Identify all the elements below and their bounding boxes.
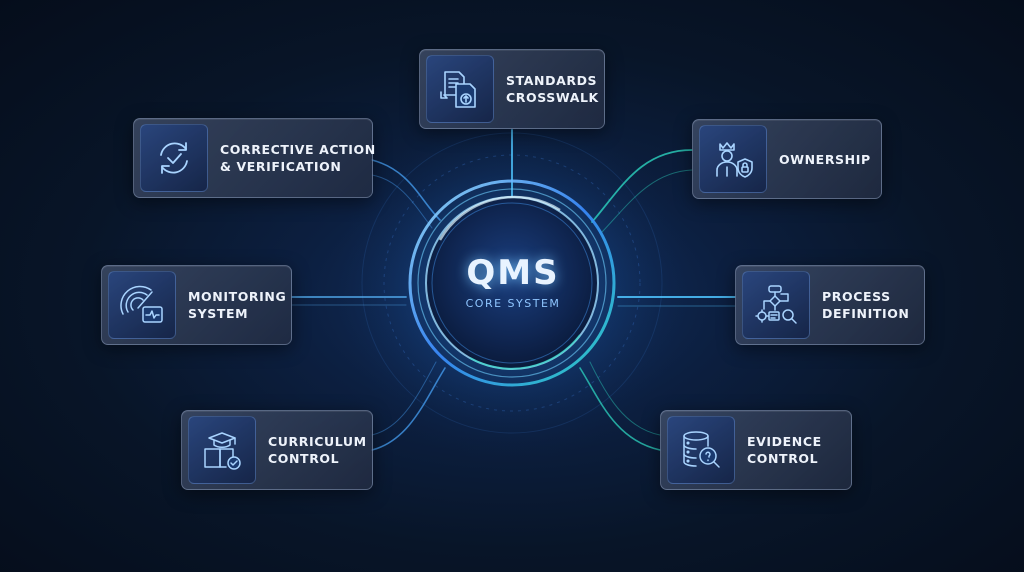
node-curriculum-control[interactable]: CURRICULUM CONTROL	[181, 410, 373, 490]
core-title: QMS	[466, 252, 560, 293]
radar-monitor-icon	[108, 271, 176, 339]
node-label: EVIDENCE CONTROL	[747, 434, 822, 466]
flowchart-search-icon	[742, 271, 810, 339]
refresh-check-icon	[140, 124, 208, 192]
connector-ownership	[591, 149, 693, 223]
connector-evidence	[579, 367, 661, 451]
node-label: CURRICULUM CONTROL	[268, 434, 367, 466]
node-label: STANDARDS CROSSWALK	[506, 73, 599, 105]
connector-curriculum	[371, 367, 446, 451]
documents-transfer-icon	[426, 55, 494, 123]
node-label: CORRECTIVE ACTION & VERIFICATION	[220, 142, 376, 174]
node-label: OWNERSHIP	[779, 151, 871, 167]
core-outer-ring	[408, 179, 616, 387]
qms-core: QMS CORE SYSTEM	[407, 206, 619, 356]
node-ownership[interactable]: OWNERSHIP	[692, 119, 882, 199]
node-evidence-control[interactable]: EVIDENCE CONTROL	[660, 410, 852, 490]
book-graduation-icon	[188, 416, 256, 484]
node-label: PROCESS DEFINITION	[822, 289, 910, 321]
node-monitoring-system[interactable]: MONITORING SYSTEM	[101, 265, 292, 345]
person-shield-icon	[699, 125, 767, 193]
node-standards-crosswalk[interactable]: STANDARDS CROSSWALK	[419, 49, 605, 129]
node-process-definition[interactable]: PROCESS DEFINITION	[735, 265, 925, 345]
node-label: MONITORING SYSTEM	[188, 289, 287, 321]
core-subtitle: CORE SYSTEM	[465, 296, 561, 310]
connector-corrective	[371, 159, 441, 221]
database-search-icon	[667, 416, 735, 484]
node-corrective-action[interactable]: CORRECTIVE ACTION & VERIFICATION	[133, 118, 375, 198]
